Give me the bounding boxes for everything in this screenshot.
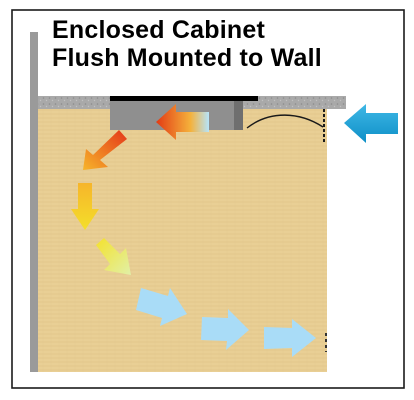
cabinet-door [234, 101, 243, 130]
airflow-arrow-icon [71, 183, 99, 230]
airflow-arrow-icon [264, 319, 316, 357]
door-swing [246, 114, 324, 129]
title-line-1: Enclosed Cabinet [52, 16, 265, 44]
intake-arrow-icon [344, 104, 398, 143]
title-line-2: Flush Mounted to Wall [52, 44, 322, 72]
airflow-arrow-icon [83, 130, 127, 170]
airflow-arrow-icon [201, 309, 249, 350]
airflow-arrow-icon [96, 238, 131, 275]
left-wall [30, 32, 38, 372]
diagram-title: Enclosed Cabinet Flush Mounted to Wall [52, 16, 322, 72]
cabinet-top [110, 96, 258, 101]
exhaust-arrow-icon [156, 104, 209, 140]
airflow-arrow-icon [136, 288, 187, 326]
